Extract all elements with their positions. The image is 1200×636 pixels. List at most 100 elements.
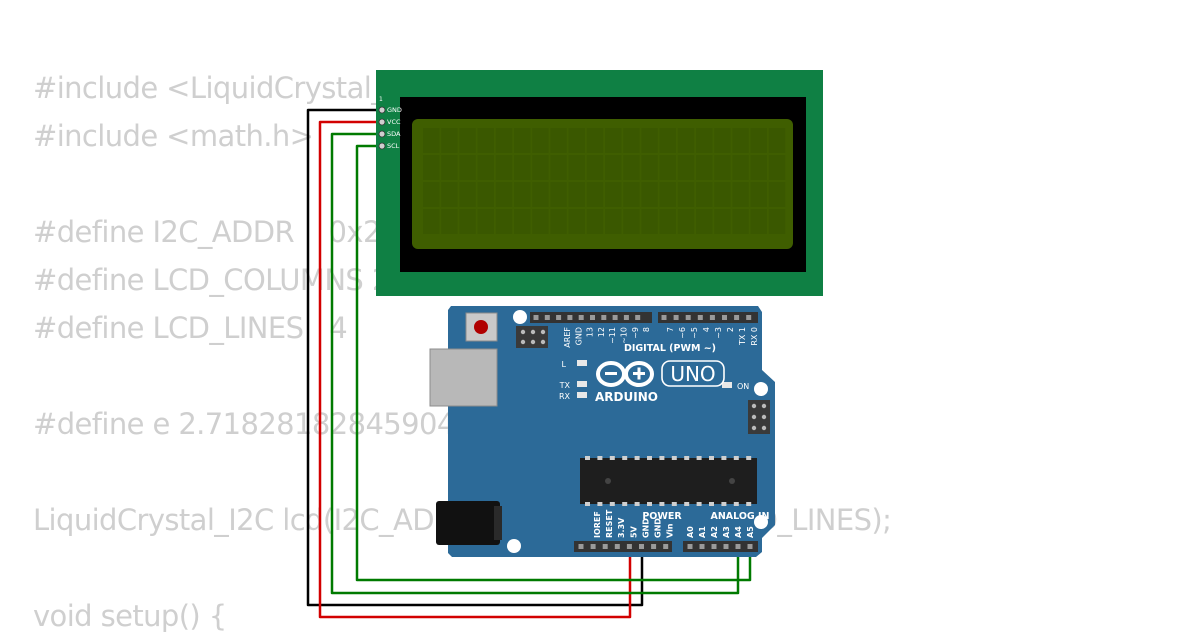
header-pin[interactable]: [723, 544, 729, 549]
mounting-hole: [513, 310, 527, 324]
power-pin-label: GND: [641, 518, 650, 538]
lcd-char-cell: [750, 182, 767, 207]
header-pin[interactable]: [601, 315, 607, 320]
header-pin[interactable]: [697, 315, 703, 320]
lcd-pin-gnd[interactable]: [378, 106, 386, 114]
header-pin[interactable]: [590, 315, 595, 320]
code-line-2: #include <math.h>: [33, 119, 314, 153]
reset-button[interactable]: [465, 312, 498, 342]
header-pin[interactable]: [685, 315, 691, 320]
header-pin[interactable]: [578, 544, 584, 549]
chip-pin: [733, 502, 739, 506]
lcd-char-cell: [677, 209, 695, 234]
analog-pin-label: A5: [746, 526, 755, 538]
indicator-leds: L TX RX ON: [559, 360, 749, 401]
lcd-char-cell: [441, 155, 458, 180]
header-pin[interactable]: [639, 544, 644, 549]
lcd-pin1-label: 1: [379, 96, 383, 103]
header-pin[interactable]: [746, 315, 752, 320]
header-pin[interactable]: [734, 315, 740, 320]
lcd-char-cell: [459, 209, 476, 234]
lcd-char-cell: [514, 155, 531, 180]
lcd-char-cell: [586, 155, 604, 180]
header-pin[interactable]: [556, 315, 562, 320]
minus-icon: [605, 372, 617, 375]
header-pin[interactable]: [635, 315, 641, 320]
icsp-header-right: [748, 400, 770, 434]
header-pin[interactable]: [735, 544, 741, 549]
header-pin[interactable]: [578, 315, 584, 320]
lcd-pin-vcc[interactable]: [378, 118, 386, 126]
lcd-char-cell: [605, 182, 622, 207]
microcontroller-chip: [580, 456, 757, 506]
digital-pin-label: ~9: [631, 327, 640, 339]
lcd-char-cell: [677, 128, 695, 153]
header-pin[interactable]: [567, 315, 573, 320]
wire-vcc[interactable]: [318, 120, 632, 619]
infinity-logo-icon: [596, 361, 654, 387]
header-pin[interactable]: [709, 315, 715, 320]
lcd-char-cell: [495, 128, 513, 153]
header-pin[interactable]: [612, 315, 618, 320]
led-l-label: L: [562, 360, 567, 369]
lcd-char-cell: [659, 209, 676, 234]
lcd-char-cell: [459, 128, 476, 153]
header-pin[interactable]: [747, 544, 753, 549]
lcd-char-cell: [623, 209, 640, 234]
lcd-char-cell: [423, 128, 440, 153]
lcd-char-cell: [750, 128, 767, 153]
lcd-char-cell: [514, 209, 531, 234]
power-pin-label: 3.3V: [617, 517, 626, 538]
lcd-char-cell: [714, 128, 731, 153]
header-pin[interactable]: [602, 544, 608, 549]
digital-pin-label: ~3: [714, 327, 723, 339]
header-pin[interactable]: [722, 315, 727, 320]
header-pin[interactable]: [544, 315, 550, 320]
lcd-char-cell: [605, 128, 622, 153]
lcd-char-cell: [459, 155, 476, 180]
lcd-char-cell: [477, 128, 494, 153]
chip-pin: [622, 502, 628, 506]
chip-pin: [647, 456, 652, 460]
header-pin[interactable]: [711, 544, 717, 549]
digital-pin-label: 4: [702, 327, 711, 332]
led-tx: [577, 381, 587, 387]
lcd-char-cell: [495, 155, 513, 180]
header-pin[interactable]: [626, 544, 632, 549]
lcd-pins: GND VCC SDA SCL: [378, 106, 402, 150]
header-pin[interactable]: [651, 544, 657, 549]
lcd-pin-scl[interactable]: [378, 142, 386, 150]
lcd-char-cell: [459, 182, 476, 207]
lcd-char-cell: [641, 155, 658, 180]
lcd-char-cell: [677, 182, 695, 207]
brand-text: ARDUINO: [595, 390, 658, 404]
header-pin[interactable]: [590, 544, 596, 549]
header-pin[interactable]: [699, 544, 705, 549]
header-pin[interactable]: [661, 315, 667, 320]
lcd-char-cell: [696, 182, 713, 207]
header-pin[interactable]: [673, 315, 679, 320]
lcd-char-cell: [623, 182, 640, 207]
digital-header: [530, 312, 758, 323]
lcd-char-cell: [732, 182, 749, 207]
code-line-6: #define LCD_LINES 4: [33, 311, 348, 345]
wire-scl[interactable]: [355, 144, 752, 582]
header-pin[interactable]: [623, 315, 629, 320]
chip-pin: [721, 502, 727, 506]
header-pin[interactable]: [663, 544, 669, 549]
plus-icon: [637, 367, 641, 380]
lcd-pin-sda[interactable]: [378, 130, 386, 138]
digital-pin-label: ~5: [690, 327, 699, 339]
header-pin[interactable]: [533, 315, 539, 320]
digital-pin-label: ~10: [620, 327, 629, 344]
analog-pin-label: A2: [710, 526, 719, 538]
wire-gnd[interactable]: [306, 108, 644, 607]
header-pin[interactable]: [614, 544, 620, 549]
lcd-char-cell: [514, 128, 531, 153]
header-pin[interactable]: [687, 544, 693, 549]
analog-header: [683, 541, 758, 552]
lcd-char-cell: [641, 209, 658, 234]
lcd-module[interactable]: 1 GND VCC SDA SCL: [376, 70, 823, 296]
